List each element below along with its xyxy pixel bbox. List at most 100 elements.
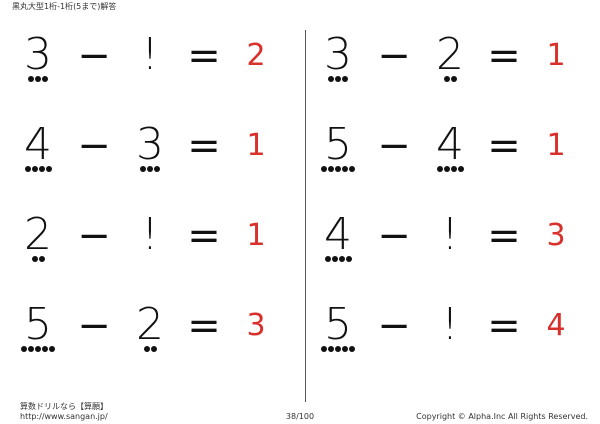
minus-sign: −	[77, 33, 111, 79]
minuend: 3	[318, 32, 358, 96]
answer: 2	[246, 38, 266, 73]
subtrahend-digit: 2	[136, 299, 164, 350]
count-dot	[28, 346, 34, 352]
subtrahend: !	[130, 32, 170, 96]
count-dot	[150, 346, 157, 352]
count-dot	[154, 166, 160, 172]
subtrahend: 2	[130, 302, 170, 366]
subtrahend: !	[130, 212, 170, 276]
answer: 4	[546, 308, 566, 343]
page-title: 黒丸大型1桁-1桁(5まで)解答	[12, 2, 117, 11]
minus-sign: −	[77, 123, 111, 169]
problem-5: 2−! = 1	[12, 212, 282, 276]
minuend: 5	[18, 302, 58, 366]
subtrahend-digit: !	[141, 209, 159, 260]
count-dot	[38, 256, 45, 262]
answer: 3	[546, 218, 566, 253]
count-dot	[436, 166, 443, 172]
minus-sign: −	[77, 303, 111, 349]
count-dot	[457, 166, 464, 172]
count-dot	[342, 346, 348, 352]
equals-sign: =	[487, 33, 521, 79]
problem-6: 4−!=3	[312, 212, 582, 276]
equals-sign: =	[187, 213, 221, 259]
equals-sign: =	[187, 123, 221, 169]
equals-sign: =	[487, 123, 521, 169]
count-dot	[140, 166, 146, 172]
footer-site-name: 算数ドリルなら【算願】	[20, 402, 108, 411]
count-dot	[143, 346, 150, 352]
minus-sign: −	[377, 303, 411, 349]
count-dot	[28, 76, 34, 82]
subtrahend: !	[430, 212, 470, 276]
count-dot	[147, 166, 153, 172]
minuend-dots	[18, 256, 58, 262]
minuend-digit: 3	[24, 29, 52, 80]
minuend: 2	[18, 212, 58, 276]
problem-3: 4−3=1	[12, 122, 282, 186]
count-dot	[349, 346, 355, 352]
equals-sign: =	[487, 213, 521, 259]
minus-sign: −	[377, 123, 411, 169]
count-dot	[443, 166, 450, 172]
subtrahend: 2	[430, 32, 470, 96]
minuend: 4	[18, 122, 58, 186]
column-divider	[305, 30, 306, 402]
problem-7: 5−2=3	[12, 302, 282, 366]
subtrahend-digit: 4	[436, 119, 464, 170]
count-dot	[31, 166, 38, 172]
minus-sign: −	[377, 33, 411, 79]
answer: 1	[546, 128, 566, 163]
count-dot	[321, 346, 327, 352]
count-dot	[49, 346, 55, 352]
minuend: 5	[318, 122, 358, 186]
problem-8: 5−! = 4	[312, 302, 582, 366]
minus-sign: −	[77, 213, 111, 259]
subtrahend-dots	[130, 346, 170, 352]
minuend-dots	[18, 346, 58, 352]
equals-sign: =	[187, 303, 221, 349]
equals-sign: =	[487, 303, 521, 349]
minuend-digit: 5	[324, 119, 352, 170]
count-dot	[331, 256, 338, 262]
minuend-digit: 2	[24, 209, 52, 260]
problem-4: 5−4 = 1	[312, 122, 582, 186]
minuend-digit: 4	[324, 209, 352, 260]
count-dot	[450, 76, 457, 82]
subtrahend-dots	[430, 166, 470, 172]
subtrahend-digit: 3	[136, 119, 164, 170]
minuend-dots	[318, 166, 358, 172]
answer: 1	[246, 218, 266, 253]
subtrahend: !	[430, 302, 470, 366]
minuend-digit: 3	[324, 29, 352, 80]
count-dot	[321, 166, 327, 172]
count-dot	[342, 76, 348, 82]
count-dot	[345, 256, 352, 262]
subtrahend-digit: !	[441, 209, 459, 260]
minuend-digit: 5	[24, 299, 52, 350]
count-dot	[335, 346, 341, 352]
minuend-digit: 5	[324, 299, 352, 350]
subtrahend-dots	[430, 76, 470, 82]
count-dot	[335, 166, 341, 172]
footer-site: 算数ドリルなら【算願】 http://www.sangan.jp/	[20, 402, 108, 422]
minuend-dots	[318, 256, 358, 262]
answer: 1	[546, 38, 566, 73]
subtrahend-digit: 2	[436, 29, 464, 80]
footer-copyright: Copyright © Alpha.Inc All Rights Reserve…	[416, 412, 588, 421]
count-dot	[21, 346, 27, 352]
count-dot	[45, 166, 52, 172]
count-dot	[328, 346, 334, 352]
problem-2: 3−2 = 1	[312, 32, 582, 96]
footer-url[interactable]: http://www.sangan.jp/	[20, 412, 108, 421]
problem-1: 3−! = 2	[12, 32, 282, 96]
count-dot	[450, 166, 457, 172]
minuend-dots	[18, 166, 58, 172]
count-dot	[342, 166, 348, 172]
subtrahend-digit: !	[141, 29, 159, 80]
minuend-dots	[318, 346, 358, 352]
subtrahend: 4	[430, 122, 470, 186]
count-dot	[24, 166, 31, 172]
equals-sign: =	[187, 33, 221, 79]
count-dot	[42, 346, 48, 352]
